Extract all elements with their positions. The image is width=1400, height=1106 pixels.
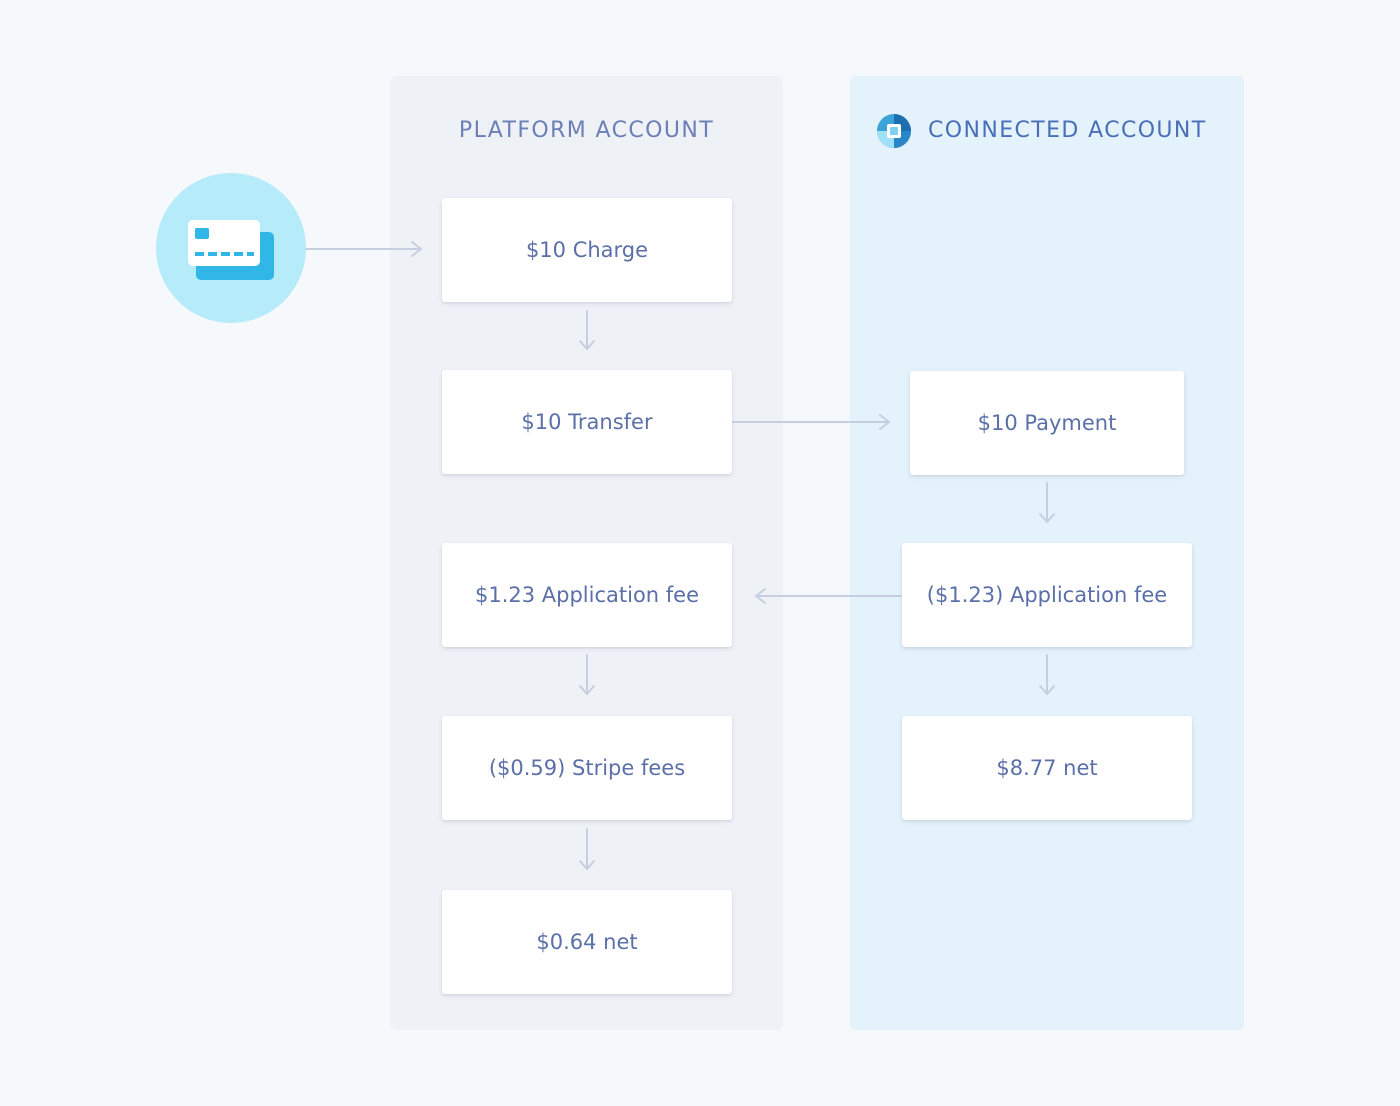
- connected-payment-box: $10 Payment: [910, 371, 1184, 475]
- connected-account-title: CONNECTED ACCOUNT: [928, 118, 1207, 143]
- connected-account-icon: [877, 114, 911, 148]
- platform-charge-box: $10 Charge: [442, 198, 732, 302]
- credit-card-icon: [188, 220, 274, 280]
- platform-net-box: $0.64 net: [442, 890, 732, 994]
- connected-net-box: $8.77 net: [902, 716, 1192, 820]
- platform-transfer-box: $10 Transfer: [442, 370, 732, 474]
- platform-application-fee-box: $1.23 Application fee: [442, 543, 732, 647]
- connected-application-fee-box: ($1.23) Application fee: [902, 543, 1192, 647]
- platform-account-title: PLATFORM ACCOUNT: [458, 118, 715, 143]
- platform-stripe-fees-box: ($0.59) Stripe fees: [442, 716, 732, 820]
